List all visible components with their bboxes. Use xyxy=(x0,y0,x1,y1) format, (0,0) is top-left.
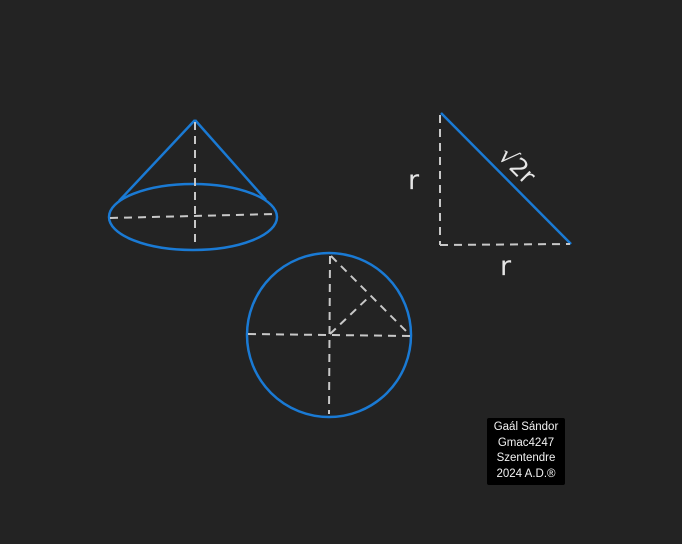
circle-inner-triangle-hypotenuse-dashed xyxy=(330,255,410,335)
signature-city: Szentendre xyxy=(496,452,556,464)
circle-inner-triangle-leg-dashed xyxy=(329,295,371,335)
triangle-horizontal-leg-dashed xyxy=(439,243,571,246)
triangle-vertical-label: r xyxy=(408,165,420,196)
cone xyxy=(107,119,279,252)
author-signature: Gaál Sándor Gmac4247 Szentendre 2024 A.D… xyxy=(487,418,565,485)
circle-vertical-diameter-dashed xyxy=(328,255,331,415)
signature-name: Gaál Sándor xyxy=(493,421,559,433)
right-triangle: r r √2r xyxy=(408,112,572,282)
cone-left-slant xyxy=(118,119,196,202)
circle-outline xyxy=(245,251,413,419)
triangle-hypotenuse-label: √2r xyxy=(493,141,541,189)
cone-base-diameter-dashed xyxy=(109,213,277,219)
signature-year: 2024 A.D.® xyxy=(496,467,556,480)
signature-handle: Gmac4247 xyxy=(497,436,555,449)
triangle-horizontal-label: r xyxy=(500,251,512,282)
circle-horizontal-diameter-dashed xyxy=(247,333,411,337)
cone-right-slant xyxy=(194,119,267,201)
cone-base-ellipse xyxy=(107,182,279,252)
circle-section xyxy=(245,251,413,419)
triangle-hypotenuse xyxy=(440,112,572,245)
